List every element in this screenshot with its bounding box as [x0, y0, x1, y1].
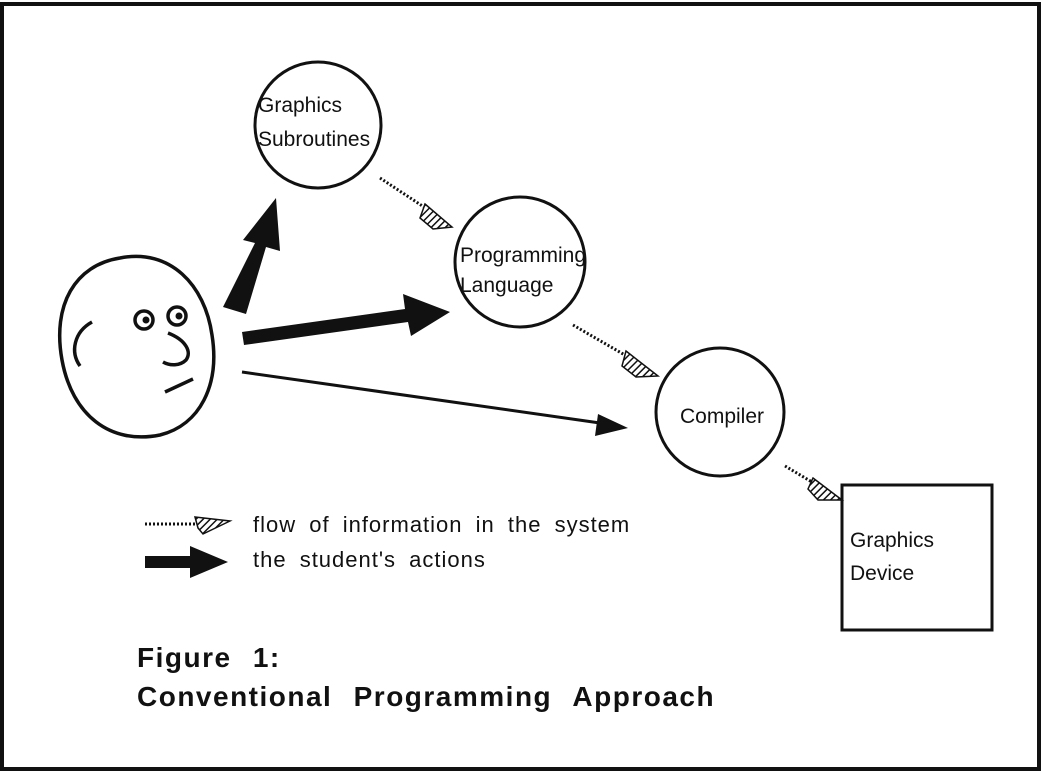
node-circle — [253, 60, 383, 190]
node-graphics-subroutines: Graphics Subroutines — [253, 60, 383, 190]
node-circle — [654, 346, 786, 478]
face-pupil-right — [175, 312, 183, 320]
node-label-line2: Device — [850, 562, 914, 585]
node-box — [840, 483, 994, 632]
face-ear — [72, 320, 93, 368]
caption-label: Figure 1: — [137, 642, 281, 673]
legend-flow-label: flow of information in the system — [253, 512, 630, 537]
flow-arrow-subroutines-to-language — [379, 176, 454, 230]
node-compiler: Compiler — [654, 346, 786, 478]
action-arrow-to-compiler — [241, 370, 628, 436]
face-eye-right — [166, 305, 188, 327]
legend: flow of information in the system the st… — [145, 512, 630, 578]
node-label-line1: Graphics — [258, 94, 342, 117]
flow-arrow-language-to-compiler — [572, 323, 661, 378]
node-label-line2: Subroutines — [258, 128, 370, 151]
face-outline — [57, 254, 216, 439]
node-label-line1: Compiler — [680, 405, 764, 428]
node-label-line2: Language — [460, 274, 553, 297]
caption-title: Conventional Programming Approach — [137, 681, 715, 712]
node-graphics-device: Graphics Device — [840, 483, 994, 632]
figure-caption: Figure 1: Conventional Programming Appro… — [137, 642, 715, 712]
node-label-line1: Graphics — [850, 529, 934, 552]
node-programming-language: Programming Language — [453, 195, 587, 329]
face-mouth — [164, 377, 194, 394]
legend-flow-arrow — [145, 516, 233, 535]
face-eye-left — [133, 309, 155, 331]
action-arrow-to-subroutines — [223, 198, 280, 314]
legend-action-label: the student's actions — [253, 547, 486, 572]
face-nose — [162, 331, 190, 367]
flow-arrow-compiler-to-device — [784, 464, 845, 501]
face-pupil-left — [142, 316, 150, 324]
node-label-line1: Programming — [460, 244, 586, 267]
action-arrow-to-language — [242, 294, 450, 345]
legend-action-arrow — [145, 546, 228, 578]
student-face — [57, 254, 216, 439]
node-circle — [453, 195, 587, 329]
